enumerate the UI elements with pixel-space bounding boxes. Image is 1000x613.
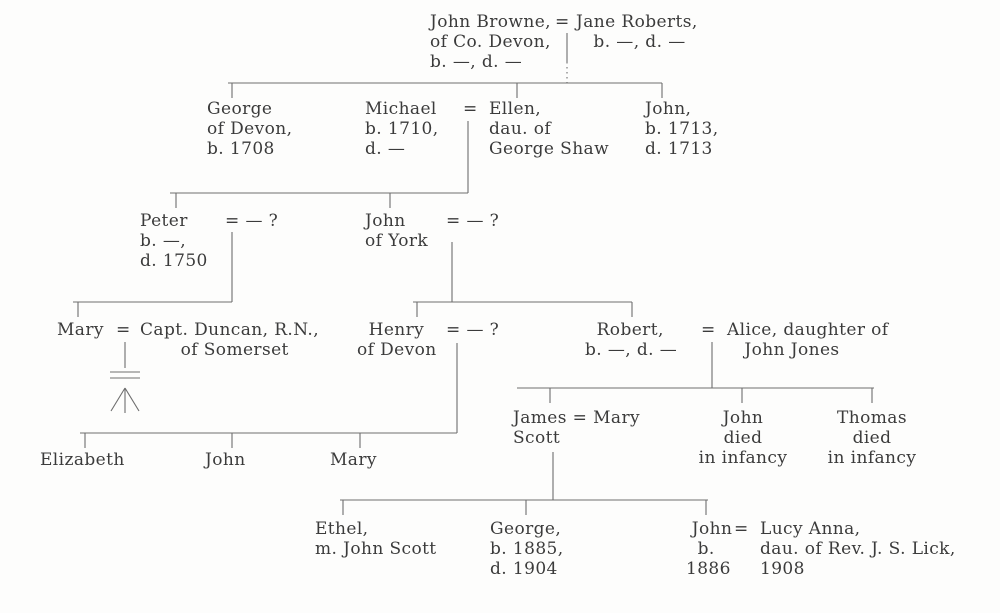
person-michael: Michael b. 1710, d. — xyxy=(365,99,439,159)
marriage-sign-peter: = — ? xyxy=(225,211,279,231)
marriage-sign-mary-duncan: = xyxy=(116,320,131,340)
issue-symbol-fork xyxy=(110,387,140,413)
person-robert: Robert, b. —, d. — xyxy=(585,320,678,360)
person-peter: Peter b. —, d. 1750 xyxy=(140,211,208,271)
person-james-and-mary-scott: James = Mary Scott xyxy=(513,408,640,448)
person-john-g5: John xyxy=(205,450,246,470)
person-ellen: Ellen, dau. of George Shaw xyxy=(489,99,610,159)
issue-symbol xyxy=(110,342,140,413)
person-capt-duncan: Capt. Duncan, R.N., of Somerset xyxy=(140,320,320,360)
marriage-sign-michael: = xyxy=(463,99,478,119)
person-mary-g5: Mary xyxy=(330,450,377,470)
marriage-sign-henry: = — ? xyxy=(446,320,500,340)
person-jane-roberts: Jane Roberts, b. —, d. — xyxy=(576,12,698,52)
person-thomas-died-infancy: Thomas died in infancy xyxy=(827,408,917,468)
marriage-sign-john-lucy: = xyxy=(734,519,749,539)
person-ethel: Ethel, m. John Scott xyxy=(315,519,437,559)
person-john-browne: John Browne, of Co. Devon, b. —, d. — xyxy=(430,12,551,72)
person-john-g6: John b. 1886 xyxy=(686,519,733,579)
person-john-of-york: John of York xyxy=(365,211,429,251)
person-john-b1713: John, b. 1713, d. 1713 xyxy=(645,99,719,159)
person-george-of-devon: George of Devon, b. 1708 xyxy=(207,99,293,159)
person-alice: Alice, daughter of John Jones xyxy=(727,320,889,360)
person-john-died-infancy: John died in infancy xyxy=(698,408,788,468)
person-henry: Henry of Devon xyxy=(357,320,437,360)
person-george-g6: George, b. 1885, d. 1904 xyxy=(490,519,564,579)
marriage-sign-john-of-york: = — ? xyxy=(446,211,500,231)
person-mary-g4: Mary xyxy=(57,320,104,340)
person-lucy-anna: Lucy Anna, dau. of Rev. J. S. Lick, 1908 xyxy=(760,519,956,579)
person-elizabeth: Elizabeth xyxy=(40,450,125,470)
marriage-sign-robert-alice: = xyxy=(701,320,716,340)
marriage-sign-john-browne: = xyxy=(555,12,570,32)
